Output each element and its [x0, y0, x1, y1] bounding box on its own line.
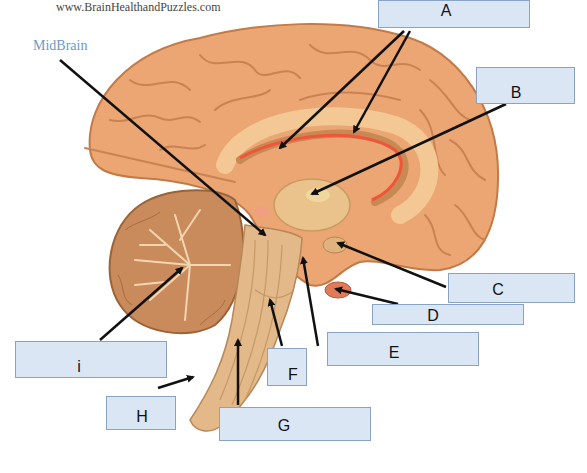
label-box: E [327, 332, 479, 366]
label-box: H [106, 396, 176, 430]
callout-letter: C [492, 282, 504, 298]
label-box: B [476, 67, 575, 104]
callout-letter: D [427, 308, 439, 324]
label-box: i [15, 341, 167, 378]
callout-letter: i [77, 359, 81, 375]
label-box: G [219, 407, 371, 441]
callout-letter: H [136, 409, 148, 425]
corpus-callosum [240, 134, 405, 202]
callout-letter: A [441, 3, 452, 19]
callout-letter: F [288, 367, 298, 383]
callout-letter: E [389, 345, 400, 361]
folia [118, 212, 225, 325]
thalamus [274, 179, 350, 231]
arbor-vitae [135, 210, 230, 320]
region-label: MidBrain [33, 38, 87, 53]
callout-letter: G [278, 418, 290, 434]
watermark: www.BrainHealthandPuzzles.com [56, 1, 221, 14]
label-box: D [372, 304, 524, 325]
cerebellum [110, 190, 244, 333]
label-box: A [378, 0, 530, 28]
pineal [254, 206, 270, 218]
label-box: F [267, 348, 307, 386]
brainstem [190, 225, 302, 431]
label-box: C [448, 273, 575, 303]
callout-letter: B [511, 85, 522, 101]
